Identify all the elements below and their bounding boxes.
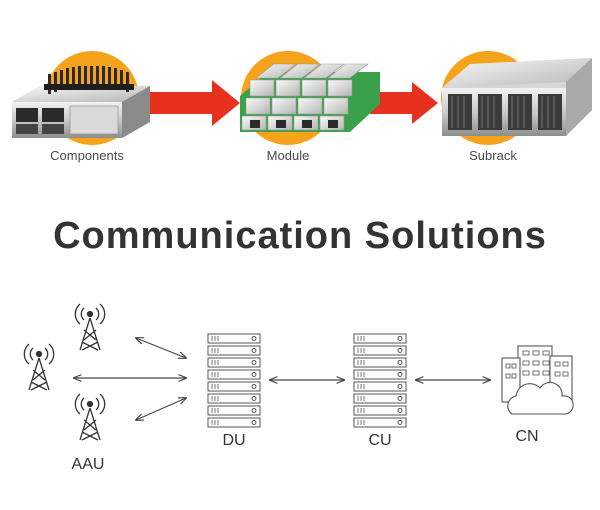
module-label: Module — [266, 148, 310, 163]
du-server-icon — [207, 333, 261, 428]
aau-label: AAU — [71, 456, 105, 473]
page-title: Communication Solutions — [53, 215, 547, 257]
flow-arrow-1 — [130, 80, 240, 126]
antenna-tower-icon-top — [74, 303, 106, 351]
link-aau-top-du — [136, 338, 186, 358]
antenna-tower-icon-bottom — [74, 393, 106, 441]
components-image — [12, 51, 150, 145]
link-aau-bottom-du — [136, 398, 186, 420]
cu-server-icon — [353, 333, 407, 428]
cu-label: CU — [368, 432, 392, 449]
flow-arrow-2 — [370, 82, 438, 124]
module-image — [240, 51, 380, 145]
subrack-image — [441, 51, 592, 145]
du-label: DU — [222, 432, 246, 449]
subrack-label: Subrack — [469, 148, 517, 163]
antenna-tower-icon-left — [23, 343, 55, 391]
components-label: Components — [50, 148, 124, 163]
cn-datacenter-cloud-icon — [501, 345, 574, 415]
cn-label: CN — [515, 428, 539, 445]
